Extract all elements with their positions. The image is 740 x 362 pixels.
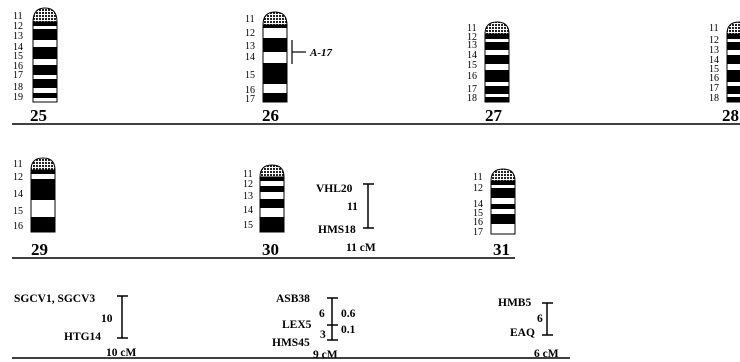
band-label: 15 (13, 206, 23, 217)
band-label: 15 (473, 208, 483, 219)
band-label: 16 (13, 221, 23, 232)
band-label: 14 (13, 42, 23, 53)
distance-label: 3 (320, 329, 326, 341)
band-label: 16 (473, 217, 483, 228)
distance-label: 6 (319, 308, 325, 320)
distance-label: 10 (101, 313, 113, 325)
band-label: 12 (243, 179, 253, 190)
band-label: 17 (473, 227, 483, 238)
marker-label: LEX5 (282, 319, 312, 331)
band-label: 11 (13, 11, 23, 22)
scale-label: 10 cM (106, 347, 136, 359)
band-label: 12 (467, 32, 477, 43)
band-label: 11 (243, 169, 253, 180)
chromosome-31: 11 12 14 15 16 17 31 (473, 168, 516, 259)
distance-label: 6 (537, 313, 543, 325)
linkage-map-sgcv: SGCV1, SGCV3 10 HTG14 10 cM (14, 293, 136, 359)
band-label: 14 (243, 205, 253, 216)
band-label: 12 (709, 35, 719, 46)
marker-label: SGCV1, SGCV3 (14, 293, 95, 305)
marker-label: HTG14 (64, 331, 101, 343)
band-label: 13 (245, 41, 255, 52)
band-label: 14 (473, 199, 483, 210)
band-label: 13 (467, 40, 477, 51)
chromosome-number: 31 (493, 240, 510, 259)
band-label: 13 (243, 191, 253, 202)
chromosome-27: 11 12 13 14 15 16 17 18 27 (467, 21, 510, 125)
band-label: 13 (13, 31, 23, 42)
marker-label: EAQ (510, 327, 535, 339)
band-label: 12 (13, 21, 23, 32)
band-label: 18 (709, 93, 719, 104)
band-label: 13 (709, 45, 719, 56)
band-label: 17 (13, 70, 23, 81)
distance-label-alt: 0.1 (341, 324, 356, 336)
chromosome-28: 11 12 13 14 15 16 17 18 28 (709, 21, 740, 125)
marker-label: HMS45 (272, 337, 310, 349)
scale-label: 11 cM (346, 242, 376, 254)
band-label: 14 (245, 52, 255, 63)
band-label: 17 (245, 94, 255, 105)
band-label: 16 (709, 73, 719, 84)
chromosome-30: 11 12 13 14 15 30 (243, 164, 285, 259)
band-label: 18 (13, 82, 23, 93)
band-label: 18 (467, 93, 477, 104)
band-label: 15 (13, 51, 23, 62)
band-label: 14 (13, 189, 23, 200)
band-label: 19 (13, 92, 23, 103)
band-label: 11 (473, 172, 483, 183)
linkage-map-hmb5: HMB5 6 EAQ 6 cM (498, 297, 559, 360)
band-label: 16 (13, 61, 23, 72)
band-label: 16 (467, 71, 477, 82)
scale-label: 9 cM (313, 349, 338, 361)
locus-marker-label: A-17 (309, 47, 333, 59)
band-label: 14 (709, 55, 719, 66)
band-label: 11 (245, 14, 255, 25)
band-label: 11 (13, 159, 23, 170)
band-label: 15 (467, 60, 477, 71)
band-label: 15 (243, 220, 253, 231)
chromosome-number: 30 (262, 240, 279, 259)
marker-label: HMB5 (498, 297, 531, 309)
band-label: 11 (467, 23, 477, 34)
band-label: 12 (245, 28, 255, 39)
marker-label: HMS18 (318, 224, 356, 236)
distance-label: 11 (347, 201, 358, 213)
chromosome-25: 11 12 13 14 15 16 17 18 19 25 (13, 7, 58, 125)
chromosome-number: 29 (31, 240, 48, 259)
linkage-map-vhl20: VHL20 11 HMS18 11 cM (316, 183, 376, 254)
chromosome-number: 26 (262, 106, 279, 125)
chromosome-26: 11 12 13 14 15 16 17 A-17 26 (245, 11, 333, 125)
scale-label: 6 cM (534, 348, 559, 360)
chromosome-number: 27 (485, 106, 503, 125)
distance-label-alt: 0.6 (341, 308, 356, 320)
marker-label: VHL20 (316, 183, 353, 195)
chromosome-number: 28 (722, 106, 739, 125)
chromosome-29: 11 12 14 15 16 29 (13, 157, 56, 259)
marker-label: ASB38 (276, 293, 310, 305)
linkage-map-asb38: ASB38 6 0.6 LEX5 0.1 3 HMS45 9 cM (272, 293, 356, 361)
band-label: 12 (473, 183, 483, 194)
band-label: 15 (709, 64, 719, 75)
band-label: 17 (709, 83, 719, 94)
band-label: 12 (13, 172, 23, 183)
band-label: 17 (467, 84, 477, 95)
chromosome-number: 25 (30, 106, 47, 125)
band-label: 11 (709, 23, 719, 34)
band-label: 15 (245, 70, 255, 81)
band-label: 16 (245, 85, 255, 96)
band-label: 14 (467, 50, 477, 61)
